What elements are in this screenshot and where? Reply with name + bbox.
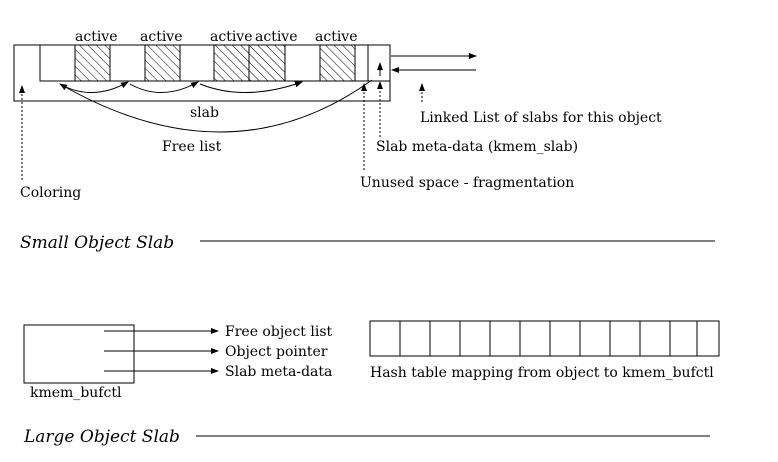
active-label: active bbox=[255, 29, 298, 45]
free-list-label: Free list bbox=[162, 139, 222, 155]
bufctl-label: kmem_bufctl bbox=[30, 385, 122, 401]
hash-table bbox=[369, 320, 720, 357]
slab-meta-label: Slab meta-data bbox=[225, 364, 332, 380]
hash-table-label: Hash table mapping from object to kmem_b… bbox=[370, 365, 714, 381]
hash-table-frame bbox=[369, 320, 720, 357]
active-label: active bbox=[315, 29, 358, 45]
object-cell-active bbox=[319, 44, 356, 82]
active-label: active bbox=[210, 29, 253, 45]
free-list-arrow bbox=[59, 81, 129, 93]
large-slab-title: Large Object Slab bbox=[23, 427, 180, 447]
object-cell-active bbox=[144, 44, 181, 82]
active-label: active bbox=[140, 29, 183, 45]
unused-label: Unused space - fragmentation bbox=[360, 175, 574, 191]
active-label: active bbox=[75, 29, 118, 45]
small-slab-title: Small Object Slab bbox=[20, 233, 174, 253]
bufctl-box bbox=[23, 324, 135, 384]
slab-label: slab bbox=[190, 105, 219, 121]
coloring-label: Coloring bbox=[20, 185, 81, 201]
object-pointer-label: Object pointer bbox=[225, 344, 328, 360]
free-list-arrow bbox=[129, 81, 199, 93]
meta-label: Slab meta-data (kmem_slab) bbox=[376, 139, 578, 155]
object-cell-active bbox=[213, 44, 250, 82]
object-cell-active bbox=[74, 44, 111, 82]
free-list-arrow bbox=[199, 81, 303, 94]
free-object-list-label: Free object list bbox=[225, 324, 333, 340]
free-list-arrow bbox=[59, 79, 373, 133]
slab-meta-cell bbox=[367, 44, 391, 82]
object-cell-active bbox=[248, 44, 286, 82]
linked-list-label: Linked List of slabs for this object bbox=[420, 110, 662, 126]
